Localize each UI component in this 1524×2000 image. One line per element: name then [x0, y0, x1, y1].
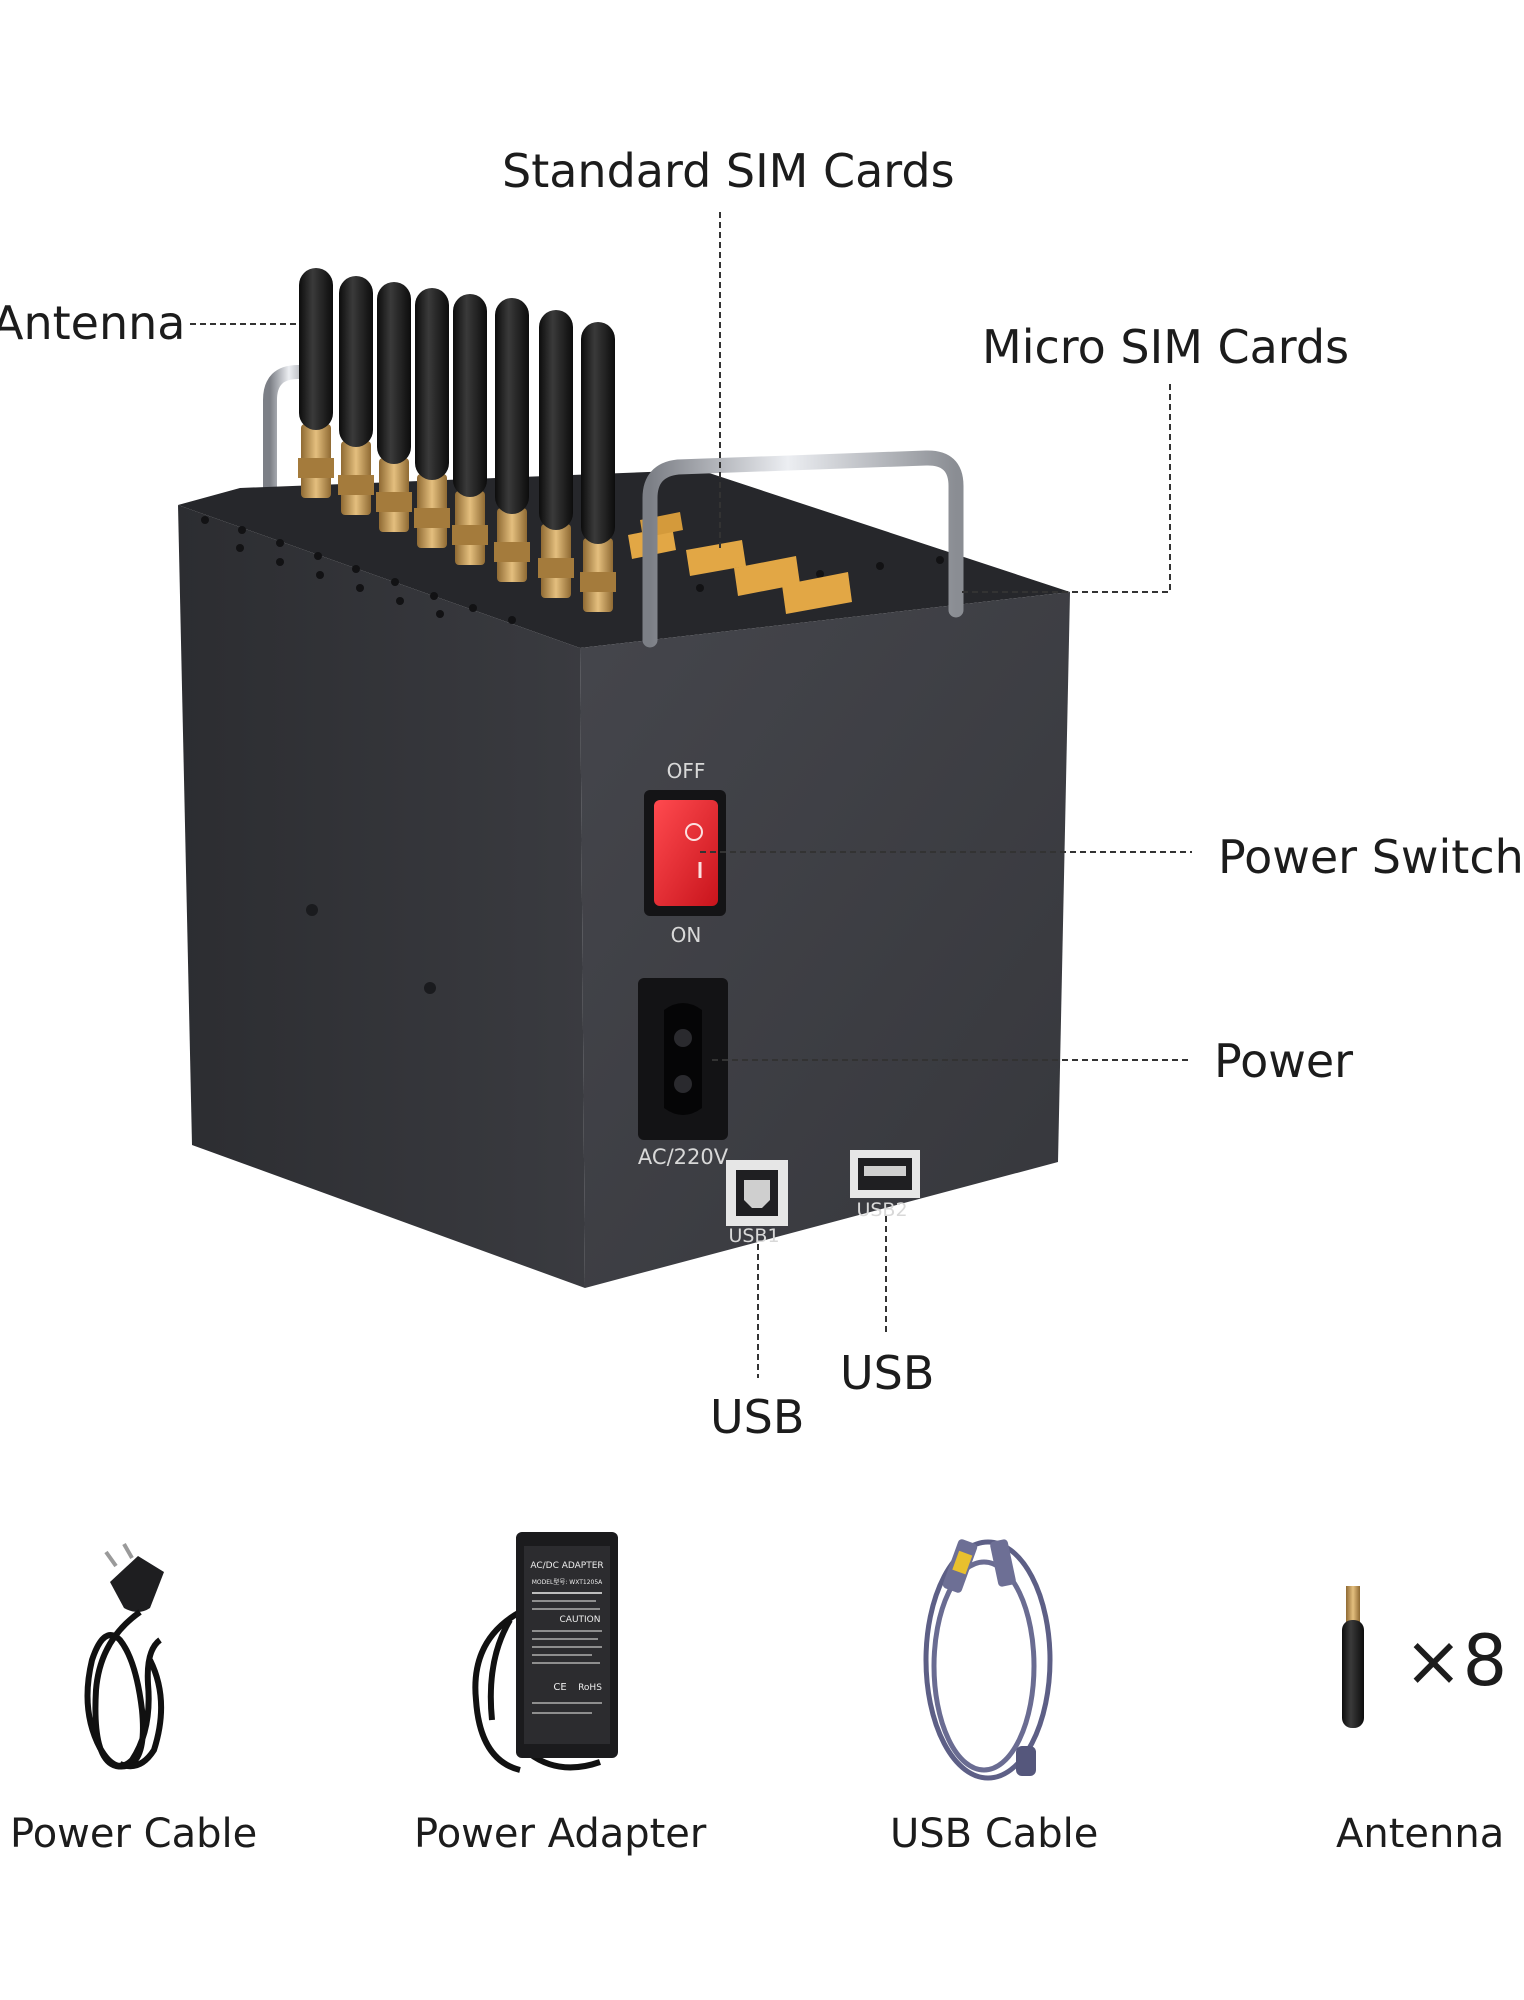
antenna-3 [376, 282, 412, 532]
switch-off-marking: OFF [667, 759, 706, 783]
antenna-array [298, 268, 616, 612]
voltage-marking: AC/220V [638, 1145, 729, 1169]
antenna-1 [298, 268, 334, 498]
top-port-holes [201, 516, 944, 624]
antenna-5 [452, 294, 488, 565]
adapter-rohs-mark: RoHS [578, 1683, 602, 1693]
callout-power-switch: Power Switch [1218, 830, 1524, 884]
usb2-marking: USB2 [856, 1199, 907, 1221]
usb-cable-illustration [923, 1539, 1053, 1781]
callout-power: Power [1214, 1034, 1354, 1088]
callout-standard-sim-cards: Standard SIM Cards [502, 144, 955, 198]
device-side [178, 505, 585, 1288]
switch-on-marking: ON [671, 923, 702, 947]
antenna-2 [338, 276, 374, 515]
adapter-model: MODEL型号: WXT1205A [532, 1578, 603, 1586]
antenna-7 [538, 310, 574, 598]
callout-micro-sim-cards: Micro SIM Cards [982, 320, 1350, 374]
device-front [580, 592, 1070, 1288]
callout-usb-1: USB [710, 1390, 805, 1444]
power-switch-rocker [654, 800, 718, 906]
antenna-4 [414, 288, 450, 548]
callout-antenna: Antenna [0, 296, 186, 350]
power-cable-illustration [84, 1543, 165, 1770]
adapter-heading: AC/DC ADAPTER [530, 1561, 603, 1571]
adapter-ce-mark: CE [553, 1682, 566, 1693]
rear-handle [263, 365, 319, 507]
accessory-label-power-cable: Power Cable [10, 1811, 258, 1857]
accessory-label-antenna: Antenna [1336, 1811, 1505, 1857]
accessory-label-power-adapter: Power Adapter [414, 1811, 707, 1857]
antenna-quantity: ×8 [1404, 1620, 1508, 1702]
single-antenna-illustration [1342, 1586, 1364, 1728]
adapter-caution: CAUTION [560, 1615, 601, 1625]
callout-usb-2: USB [840, 1346, 935, 1400]
antenna-8 [580, 322, 616, 612]
accessory-label-usb-cable: USB Cable [890, 1811, 1099, 1857]
antenna-6 [494, 298, 530, 582]
usb1-marking: USB1 [728, 1225, 779, 1247]
front-handle [642, 450, 964, 648]
power-adapter-illustration: AC/DC ADAPTER MODEL型号: WXT1205A CAUTION … [472, 1532, 618, 1773]
callout-leaders [190, 212, 1192, 1378]
